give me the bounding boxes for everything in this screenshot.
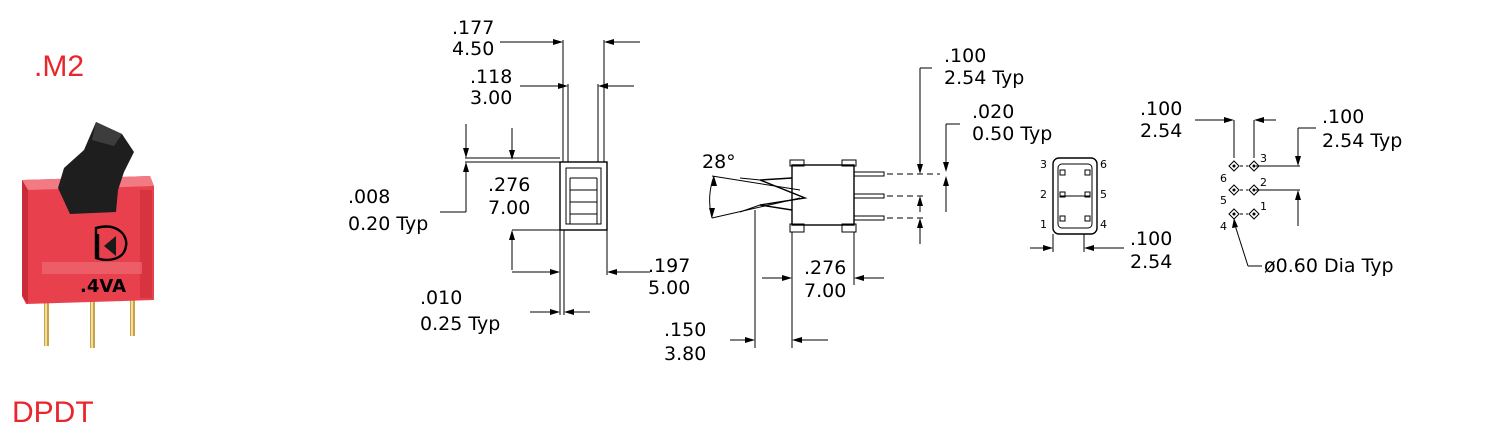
shim-mm-label: 0.20 Typ bbox=[348, 213, 428, 235]
pcb-pin-5-label: 5 bbox=[1220, 194, 1227, 207]
pcb-pin-1-label: 1 bbox=[1260, 200, 1267, 213]
pcb-pitch-left-mm-label: 2.54 bbox=[1140, 120, 1182, 142]
pcb-pin-2-label: 2 bbox=[1260, 176, 1267, 189]
bottom-pin-2-label: 2 bbox=[1040, 188, 1047, 201]
pcb-holes bbox=[1228, 160, 1260, 220]
lever-width-in-label: .177 bbox=[452, 17, 494, 39]
lever-width-mm-label: 4.50 bbox=[452, 38, 494, 60]
pcb-layout: 6 5 4 3 2 1 .100 2.54 .100 2.54 Typ ø0.6… bbox=[1140, 98, 1402, 277]
slot-width-mm-label: 3.00 bbox=[470, 87, 512, 109]
switch-marking: .4VA bbox=[80, 276, 126, 297]
brand-logo-icon bbox=[94, 225, 128, 261]
side-depth-in-label: .276 bbox=[804, 257, 846, 279]
gap-mm-label: 0.25 Typ bbox=[420, 313, 500, 335]
pin-thickness-in-label: .020 bbox=[972, 101, 1014, 123]
front-view: .177 4.50 .118 3.00 .008 0.20 Typ .276 7… bbox=[348, 17, 690, 335]
gap-in-label: .010 bbox=[420, 287, 462, 309]
lever-offset-in-label: .150 bbox=[664, 319, 706, 341]
switch-photo: .4VA bbox=[22, 122, 154, 348]
bottom-pin-5-label: 5 bbox=[1100, 188, 1107, 201]
pcb-pin-3-label: 3 bbox=[1260, 152, 1267, 165]
bottom-pin-1-label: 1 bbox=[1040, 218, 1047, 231]
body-depth-in-label: .276 bbox=[488, 174, 530, 196]
front-width-in-label: .197 bbox=[648, 255, 690, 277]
front-width-mm-label: 5.00 bbox=[648, 277, 690, 299]
bottom-view: 3 2 1 6 5 4 .100 2.54 bbox=[1030, 157, 1172, 273]
configuration-label: DPDT bbox=[12, 396, 94, 429]
bottom-pitch-mm-label: 2.54 bbox=[1130, 251, 1172, 273]
bottom-pitch-in-label: .100 bbox=[1130, 228, 1172, 250]
pin-thickness-mm-label: 0.50 Typ bbox=[972, 123, 1052, 145]
body-depth-mm-label: 7.00 bbox=[488, 197, 530, 219]
pcb-pitch-right-mm-label: 2.54 Typ bbox=[1322, 130, 1402, 152]
pcb-pitch-left-in-label: .100 bbox=[1140, 98, 1182, 120]
pin-pitch-mm-label: 2.54 Typ bbox=[944, 67, 1024, 89]
travel-angle-label: 28° bbox=[702, 151, 736, 173]
bottom-pin-6-label: 6 bbox=[1100, 158, 1107, 171]
side-view: 28° .100 2.54 Typ .020 0.50 Typ .276 7.0… bbox=[664, 45, 1052, 365]
switch-pins bbox=[44, 300, 135, 348]
model-label: .M2 bbox=[34, 50, 85, 83]
shim-in-label: .008 bbox=[348, 186, 390, 208]
hole-dia-label: ø0.60 Dia Typ bbox=[1264, 255, 1394, 277]
lever-offset-mm-label: 3.80 bbox=[664, 343, 706, 365]
switch-body bbox=[22, 176, 154, 304]
pcb-pin-4-label: 4 bbox=[1220, 220, 1227, 233]
pcb-pin-6-label: 6 bbox=[1220, 172, 1227, 185]
slot-width-in-label: .118 bbox=[470, 66, 512, 88]
bottom-pin-3-label: 3 bbox=[1040, 158, 1047, 171]
pcb-pitch-right-in-label: .100 bbox=[1322, 106, 1364, 128]
switch-lever bbox=[58, 122, 134, 214]
bottom-pin-4-label: 4 bbox=[1100, 218, 1107, 231]
pin-pitch-in-label: .100 bbox=[944, 45, 986, 67]
side-depth-mm-label: 7.00 bbox=[804, 280, 846, 302]
